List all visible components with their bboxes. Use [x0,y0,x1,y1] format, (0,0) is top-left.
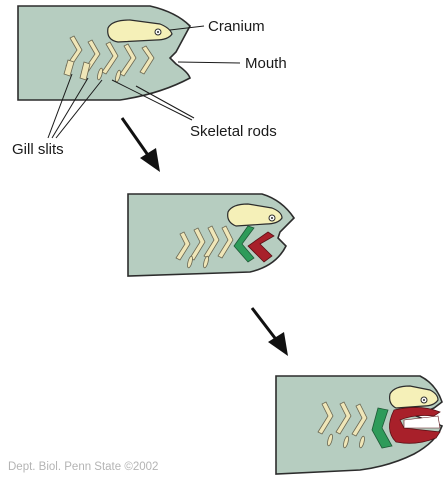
mouth-label: Mouth [245,55,287,72]
stage-2-skeletal-rods [175,225,234,269]
stage-1-jawless-head [17,5,191,101]
stage-3-mouth-opening [403,415,441,429]
stage-2-cranium [227,203,283,227]
stage-3-skeletal-rods [317,401,368,449]
stage-1-cranium [107,19,173,43]
stage-2-transitional-head [127,193,296,277]
gill-slits-label: Gill slits [12,141,64,158]
stage-3-jawed-head [275,375,444,475]
arrow-2 [250,307,288,356]
skeletal-rods-label: Skeletal rods [190,123,277,140]
stage-2-green-arch [233,225,255,263]
stage-2-red-arch [247,231,275,263]
stage-3-red-jaws [389,407,441,444]
leader-lines [47,25,241,139]
arrow-1 [120,117,160,172]
stage-3-green-arch [371,407,393,449]
credit-text: Dept. Biol. Penn State ©2002 [8,461,158,473]
stage-1-body-outline [17,5,191,101]
cranium-label: Cranium [208,18,265,35]
stage-1-skeletal-rods [63,35,155,81]
